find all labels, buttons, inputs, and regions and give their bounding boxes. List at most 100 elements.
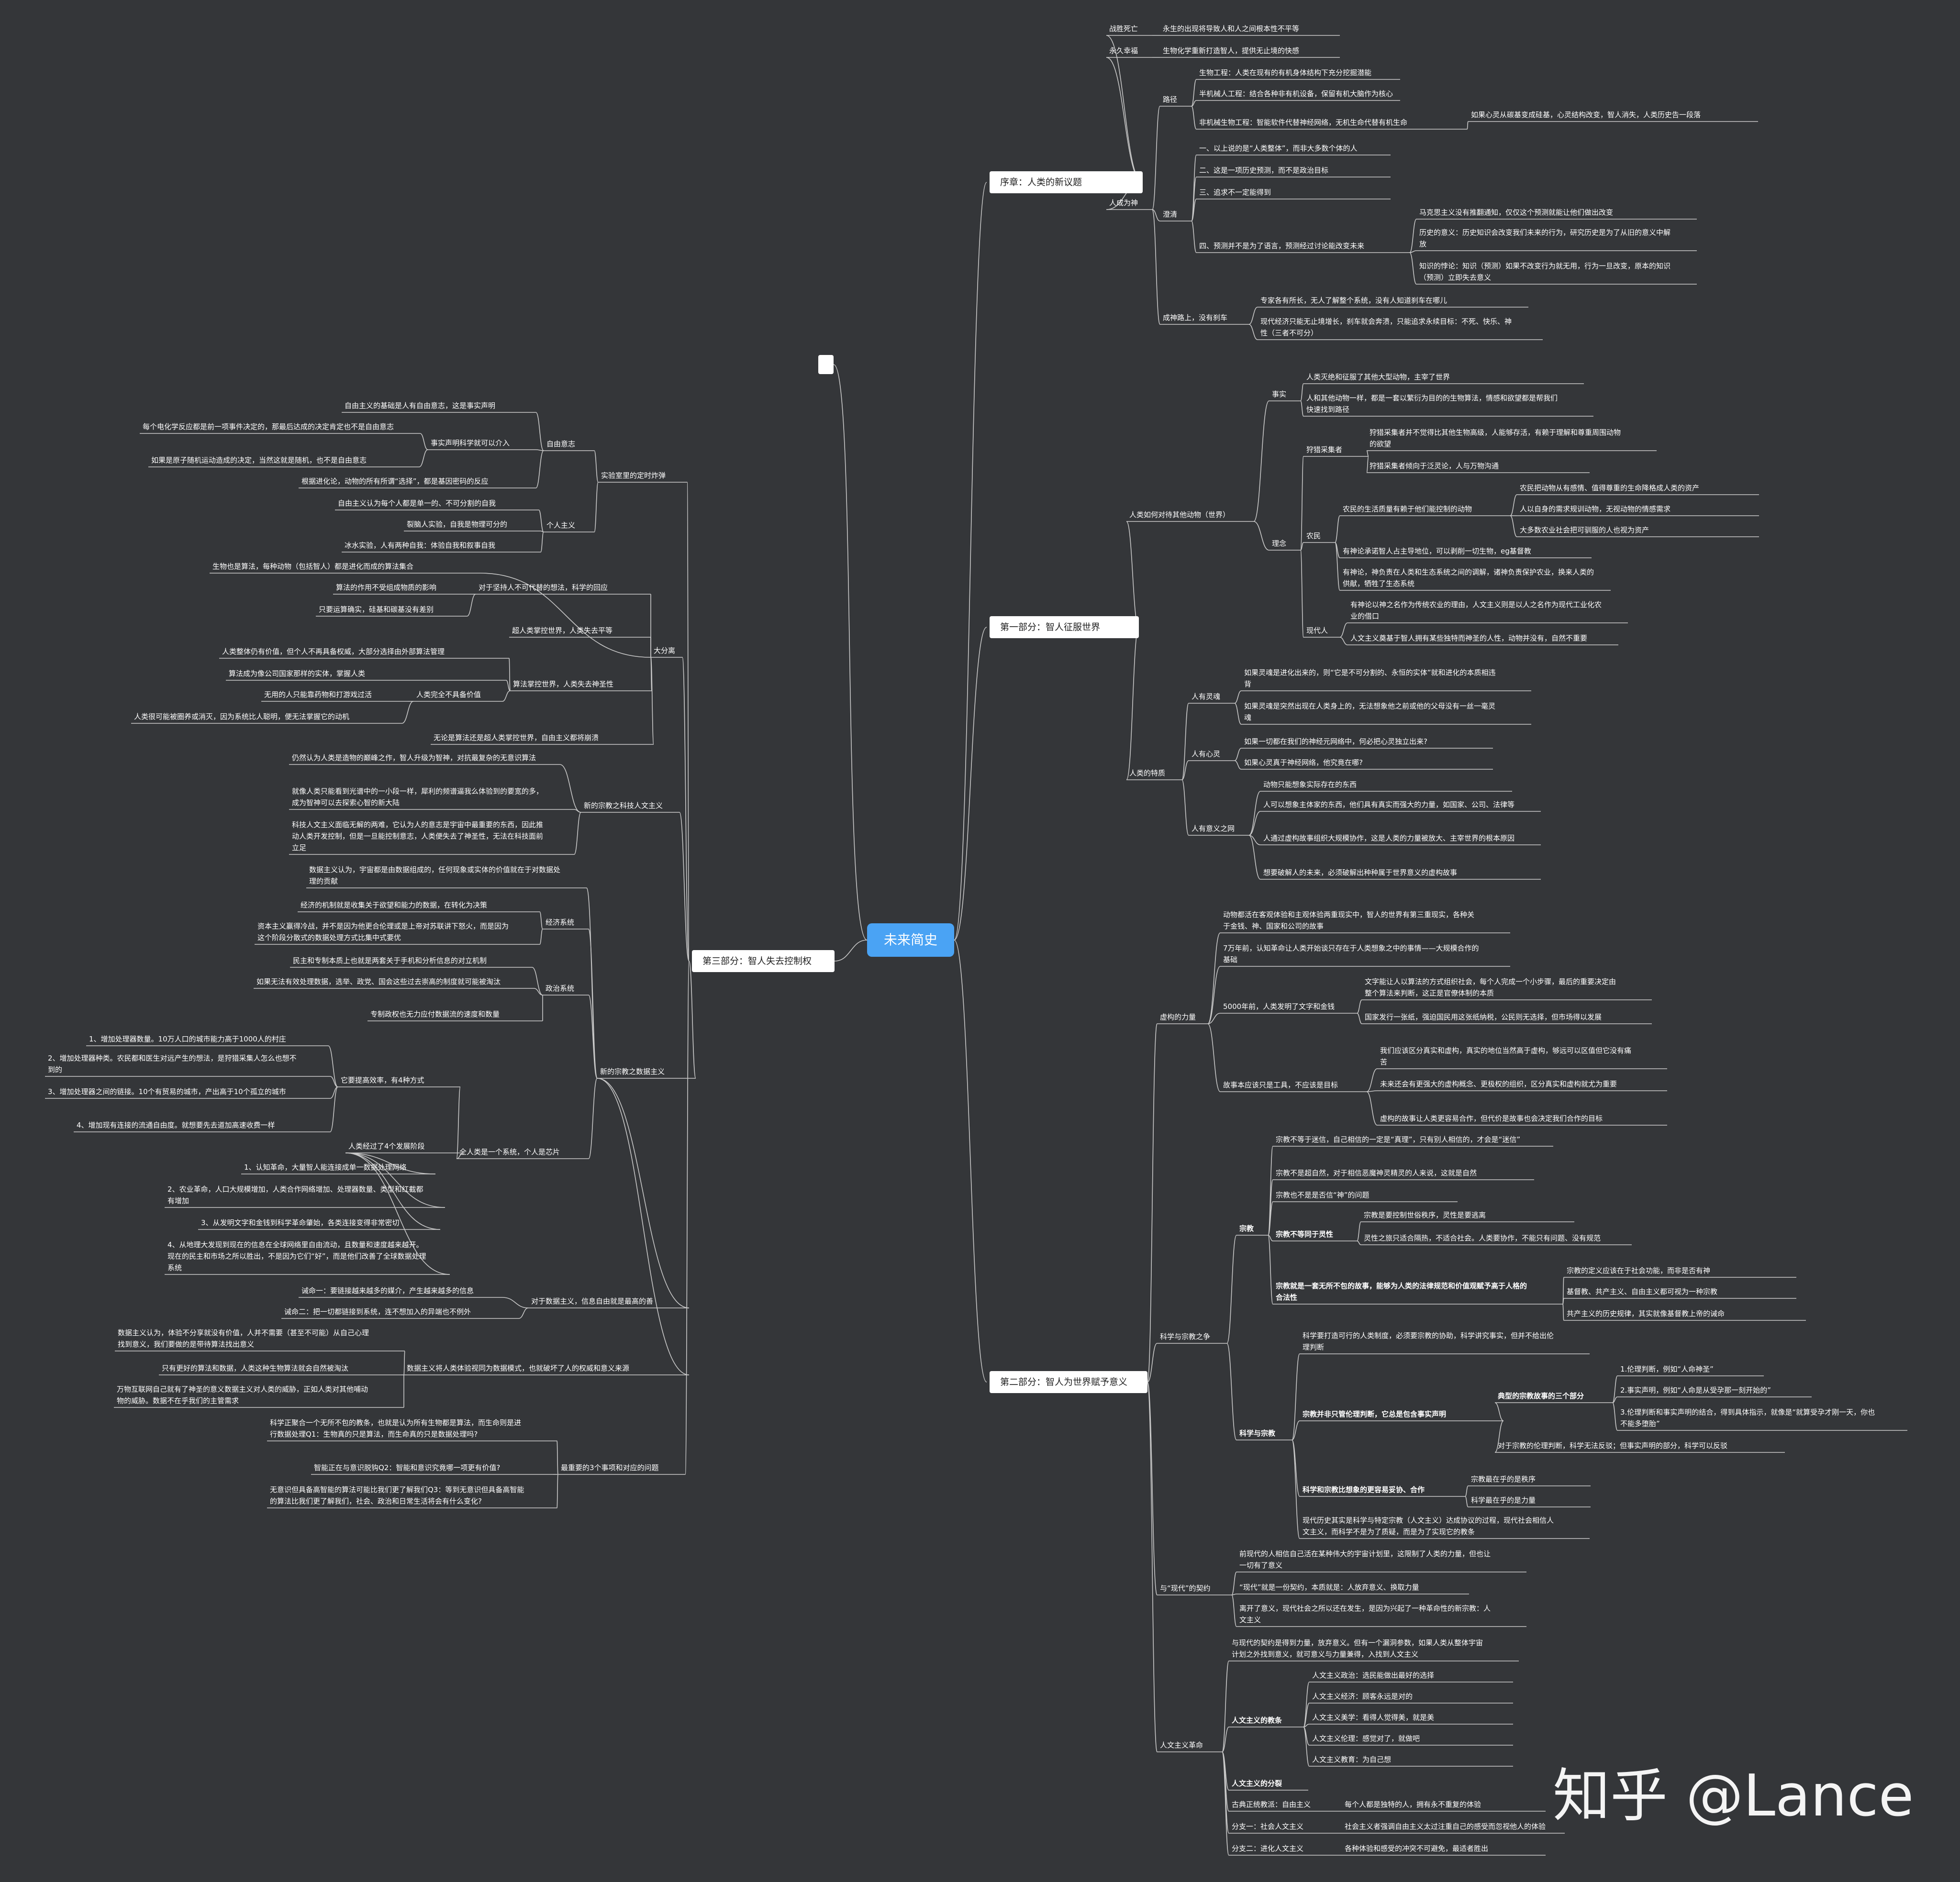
topic-p1-b3c[interactable]: 人通过虚构故事组织大规模协作，这是人类的力量被放大、主宰世界的根本原因: [1263, 834, 1515, 842]
topic-pre-a1[interactable]: 永生的出现将导致人和人之间根本性不平等: [1163, 24, 1300, 33]
topic-p2-d3a1[interactable]: 每个人都是独特的人，拥有永不重复的体验: [1345, 1800, 1481, 1809]
topic-p1-a2a[interactable]: 狩猎采集者: [1306, 445, 1343, 454]
topic-p3-d4b1[interactable]: 1、认知革命，大量智人能连接成单一数据处理网络: [244, 1163, 407, 1172]
topic-p2-d3a[interactable]: 古典正统教派：自由主义: [1232, 1800, 1311, 1809]
empty-topic-node[interactable]: [818, 355, 834, 374]
topic-p3-e1[interactable]: 科学正聚合一个无所不包的教条，也就是认为所有生物都是算法，而生命则是进 行数据处…: [270, 1418, 522, 1439]
topic-pre-c1a[interactable]: 生物工程：人类在现有的有机身体结构下充分挖掘潜能: [1199, 68, 1372, 77]
topic-p2-b1c[interactable]: 宗教也不是是否信“神”的问题: [1276, 1191, 1370, 1199]
topic-p3-d4[interactable]: 全人类是一个系统，个人是芯片: [459, 1148, 560, 1156]
topic-r-p2[interactable]: 第二部分：智人为世界赋予意义: [990, 1371, 1147, 1393]
topic-p2-b2c1[interactable]: 宗教最在乎的是秩序: [1471, 1475, 1536, 1483]
topic-pre-c2d1[interactable]: 马克思主义没有推翻通知，仅仅这个预测就能让他们做出改变: [1419, 208, 1614, 217]
topic-p3-b3a[interactable]: 人类整体仍有价值，但个人不再具备权威，大部分选择由外部算法管理: [222, 647, 445, 656]
topic-p3-a1b[interactable]: 事实声明科学就可以介入: [431, 439, 510, 447]
topic-p2-b2c2[interactable]: 科学最在乎的是力量: [1471, 1496, 1536, 1505]
topic-p1-b3[interactable]: 人有意义之网: [1192, 824, 1235, 833]
topic-pre-c2d3[interactable]: 知识的悖论：知识（预测）如果不改变行为就无用，行为一旦改变，原本的知识 （预测）…: [1419, 262, 1671, 282]
topic-p2-a3b[interactable]: 国家发行一张纸，强迫国民用这张纸纳税，公民则无选择，但市场得以发展: [1365, 1013, 1602, 1021]
topic-p1-a2b1a[interactable]: 农民把动物从有感情、值得尊重的生命降格成人类的资产: [1520, 484, 1700, 492]
topic-pre-c2[interactable]: 澄清: [1163, 210, 1178, 219]
topic-p1-a1a[interactable]: 人类灭绝和征服了其他大型动物，主宰了世界: [1306, 373, 1450, 381]
topic-p1-a2b2[interactable]: 有神论承诺智人占主导地位，可以剥削一切生物，eg基督教: [1343, 547, 1531, 555]
topic-p3-b3[interactable]: 算法掌控世界，人类失去神圣性: [513, 680, 614, 688]
topic-p2-d2c[interactable]: 人文主义美学：看得人觉得美，就是美: [1312, 1713, 1435, 1722]
topic-p3-d4b[interactable]: 人类经过了4个发展阶段: [348, 1142, 425, 1151]
topic-p3-d3[interactable]: 政治系统: [546, 984, 575, 993]
topic-p2-b1e3[interactable]: 共产主义的历史规律，其实就像基督教上帝的诫命: [1567, 1309, 1725, 1318]
topic-p3-d3c[interactable]: 专制政权也无力应付数据流的速度和数量: [370, 1010, 500, 1018]
topic-pre-c1c1[interactable]: 如果心灵从碳基变成硅基，心灵结构改变，智人消失，人类历史告一段落: [1471, 111, 1701, 119]
topic-p3-e2[interactable]: 智能正在与意识脱钩Q2：智能和意识究竟哪一项更有价值?: [314, 1463, 501, 1472]
topic-p3-d6[interactable]: 数据主义将人类体验视同为数据模式，也就破坏了人的权威和意义来源: [407, 1364, 630, 1373]
topic-p3-d4a2[interactable]: 2、增加处理器种类。农民都和医生对远产生的想法，是狩猎采集人怎么也想不 到的: [48, 1054, 297, 1074]
topic-p3-e3[interactable]: 无意识但具备高智能的算法可能比我们更了解我们Q3：等到无意识但具备高智能 的算法…: [270, 1485, 524, 1506]
topic-p3-b1b[interactable]: 只要运算确实，硅基和碳基没有差别: [319, 605, 434, 614]
topic-pre-b1[interactable]: 生物化学重新打造智人，提供无止境的快感: [1163, 46, 1300, 55]
topic-p2-b2b2[interactable]: 对于宗教的伦理判断，科学无法反驳；但事实声明的部分，科学可以反驳: [1498, 1441, 1728, 1450]
topic-p2-c1[interactable]: 前现代的人相信自己活在某种伟大的宇宙计划里，这限制了人类的力量，但也让 一切有了…: [1239, 1550, 1491, 1570]
topic-p3-c1[interactable]: 仍然认为人类是造物的巅峰之作，智人升级为智神，对抗最复杂的无意识算法: [292, 753, 536, 762]
topic-p2-c3[interactable]: 离开了意义，现代社会之所以还在发生，是因为兴起了一种革命性的新宗教：人 文主义: [1239, 1604, 1491, 1624]
topic-p2-a4[interactable]: 故事本应该只是工具，不应该是目标: [1223, 1081, 1338, 1089]
topic-p3-b3b[interactable]: 算法成为像公司国家那样的实体，掌握人类: [229, 669, 366, 678]
topic-p3-d4a[interactable]: 它要提高效率，有4种方式: [341, 1076, 424, 1085]
topic-p1-a2c2[interactable]: 人文主义奠基于智人拥有某些独特而神圣的人性，动物并没有，自然不重要: [1350, 634, 1588, 642]
topic-p2-b2b1b[interactable]: 2.事实声明，例如“人命是从受孕那一刻开始的”: [1620, 1386, 1771, 1395]
topic-p3-a2b[interactable]: 裂脑人实验，自我是物理可分的: [407, 520, 508, 529]
topic-p2-a3a[interactable]: 文字能让人以算法的方式组织社会，每个人完成一个小步骤，最后的重要决定由 整个算法…: [1365, 977, 1616, 997]
topic-p3-d4a1[interactable]: 1、增加处理器数量。10万人口的城市能力高于1000人的村庄: [89, 1035, 286, 1043]
topic-p1-b1a[interactable]: 如果灵魂是进化出来的，则“它是不可分割的、永恒的实体”就和进化的本质相违 背: [1244, 668, 1496, 688]
topic-p1-a2b[interactable]: 农民: [1306, 531, 1321, 540]
topic-p2-a4b[interactable]: 未来还会有更强大的虚构概念、更极权的组织，区分真实和虚构就尤为重要: [1380, 1080, 1617, 1088]
topic-p2-d3c[interactable]: 分支二：进化人文主义: [1232, 1844, 1304, 1853]
topic-p2-b1d[interactable]: 宗教不等同于灵性: [1276, 1230, 1334, 1239]
topic-p2-c2[interactable]: “现代”就是一份契约，本质就是：人放弃意义、换取力量: [1239, 1583, 1419, 1592]
topic-p3-d3b[interactable]: 如果无法有效处理数据，选举、政党、国会这些过去崇高的制度就可能被淘汰: [256, 977, 501, 986]
topic-pre-c2a[interactable]: 一、以上说的是“人类整体”，而非大多数个体的人: [1199, 144, 1358, 153]
topic-p3-b4[interactable]: 无论是算法还是超人类掌控世界，自由主义都将崩溃: [434, 733, 599, 742]
topic-p3-d1[interactable]: 数据主义认为，宇宙都是由数据组成的，任何现象或实体的价值就在于对数据处 理的贡献: [309, 865, 561, 886]
topic-p2-b2b1c[interactable]: 3.伦理判断和事实声明的结合，得到具体指示，就像是“就算受孕才刚一天，你也 不能…: [1620, 1408, 1875, 1428]
topic-p1-b3b[interactable]: 人可以想象主体家的东西，他们具有真实而强大的力量，如国家、公司、法律等: [1263, 800, 1515, 809]
topic-p3-a1a[interactable]: 自由主义的基础是人有自由意志，这是事实声明: [345, 401, 496, 410]
topic-p3-d2[interactable]: 经济系统: [546, 918, 575, 927]
topic-pre-c2b[interactable]: 二、这是一项历史预测，而不是政治目标: [1199, 166, 1329, 175]
topic-p2-d2e[interactable]: 人文主义教育：为自己想: [1312, 1755, 1392, 1764]
topic-pre-b[interactable]: 永久幸福: [1109, 46, 1138, 55]
topic-p2-d3[interactable]: 人文主义的分裂: [1232, 1779, 1282, 1788]
topic-p2-b1d1[interactable]: 宗教是要控制世俗秩序，灵性是要逃离: [1364, 1211, 1486, 1219]
topic-p3-d6b[interactable]: 只有更好的算法和数据，人类这种生物算法就会自然被淘汰: [162, 1364, 349, 1373]
topic-p2-b2[interactable]: 科学与宗教: [1239, 1429, 1276, 1438]
topic-p3-d4a3[interactable]: 3、增加处理器之间的链接。10个有贸易的城市，产出高于10个孤立的城市: [48, 1087, 286, 1096]
topic-p3-d4b3[interactable]: 3、从发明文字和金钱到科学革命肇始，各类连接变得非常密切: [201, 1218, 400, 1227]
topic-p3-b3c1[interactable]: 无用的人只能靠药物和打游戏过活: [264, 690, 372, 699]
topic-p2-b1e1[interactable]: 宗教的定义应该在于社会功能，而非是否有神: [1567, 1266, 1711, 1275]
topic-p3-c2[interactable]: 就像人类只能看到光谱中的一小段一样，犀利的频谱逼我么体验到的要宽的多， 成为智神…: [292, 787, 544, 807]
topic-p2-b2b[interactable]: 宗教并非只管伦理判断，它总是包含事实声明: [1303, 1410, 1447, 1418]
topic-p2-d2[interactable]: 人文主义的教条: [1232, 1716, 1282, 1725]
topic-p3-b3c2[interactable]: 人类很可能被圈养或消灭，因为系统比人聪明，便无法掌握它的动机: [134, 712, 350, 721]
topic-p3-d5a[interactable]: 诫命一：要链接越来越多的媒介，产生越来越多的信息: [301, 1286, 474, 1295]
topic-p1-a2c[interactable]: 现代人: [1306, 626, 1328, 635]
topic-p2-b2b1a[interactable]: 1.伦理判断，例如“人命神圣”: [1620, 1365, 1714, 1373]
topic-p1-a2c1[interactable]: 有神论以神之名作为传统农业的理由，人文主义则是以人之名作为现代工业化农 业的借口: [1350, 600, 1602, 620]
topic-p1-b3a[interactable]: 动物只能想象实际存在的东西: [1263, 780, 1357, 789]
topic-p3-d4b2[interactable]: 2、农业革命，人口大规模增加，人类合作网络增加、处理器数量、类型和红截都 有增加: [167, 1185, 423, 1205]
topic-pre-c2d[interactable]: 四、预测并不是为了语言，预测经过讨论能改变未来: [1199, 242, 1365, 250]
topic-pre-c1[interactable]: 路径: [1163, 95, 1178, 104]
topic-p1-b[interactable]: 人类的特质: [1129, 769, 1166, 777]
topic-p2-d2b[interactable]: 人文主义经济：顾客永远是对的: [1312, 1692, 1413, 1701]
topic-p3-d2a[interactable]: 经济的机制就是收集关于欲望和能力的数据，在转化为决策: [301, 901, 488, 909]
topic-pre-c1b[interactable]: 半机械人工程：结合各种非有机设备，保留有机大脑作为核心: [1199, 89, 1393, 98]
topic-p3-b[interactable]: 大分离: [654, 646, 676, 655]
topic-p2-b1d2[interactable]: 灵性之旅只适合隔热，不适合社会。人类要协作，不能只有问题、没有规范: [1364, 1234, 1601, 1242]
topic-p1-a2[interactable]: 理念: [1272, 539, 1287, 548]
topic-p2-a[interactable]: 虚构的力量: [1160, 1013, 1196, 1021]
topic-p3-d4b4[interactable]: 4、从地理大发现到现在的信息在全球网络里自由流动，且数量和速度越来越开。 现在的…: [167, 1240, 426, 1272]
topic-p1-a2a2[interactable]: 狩猎采集者倾向于泛灵论，人与万物沟通: [1370, 462, 1499, 470]
root-topic[interactable]: 未来简史: [867, 923, 954, 957]
topic-p2-b2a[interactable]: 科学要打造可行的人类制度，必须要宗教的协助，科学讲究事实，但并不给出伦 理判断: [1303, 1331, 1554, 1351]
topic-p1-a2b3[interactable]: 有神论，神负责在人类和生态系统之间的调解，诸神负责保护农业，换来人类的 供献，牺…: [1343, 568, 1594, 588]
topic-p3-d4a4[interactable]: 4、增加现有连接的流通自由度。就想要先去道加高速收费一样: [77, 1121, 275, 1129]
